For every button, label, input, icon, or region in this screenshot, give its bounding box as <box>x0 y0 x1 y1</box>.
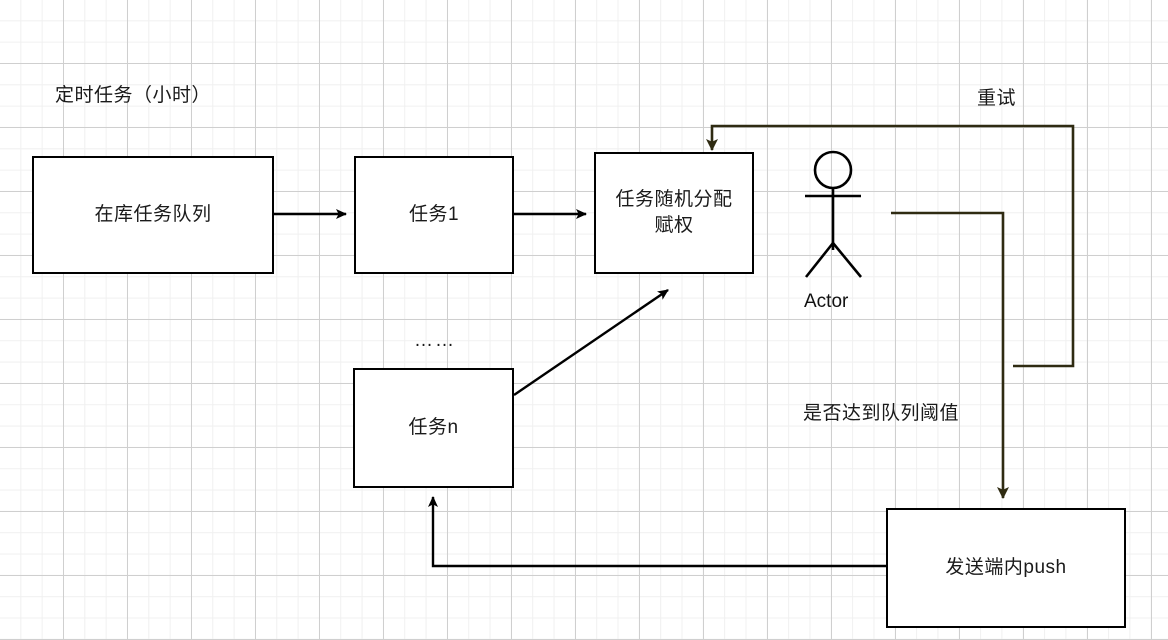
ellipsis-label: …… <box>414 330 456 351</box>
actor-right-leg-icon <box>831 242 863 278</box>
node-label: 在库任务队列 <box>94 204 212 226</box>
node-in-store-task-queue[interactable]: 在库任务队列 <box>32 156 274 274</box>
node-label: 任务n <box>408 417 459 439</box>
connector-actor-to-push <box>891 211 1009 499</box>
retry-edge-label: 重试 <box>977 88 1017 109</box>
threshold-edge-label: 是否达到队列阈值 <box>803 403 960 424</box>
actor-head-icon <box>813 150 853 190</box>
diagram-title-label: 定时任务（小时） <box>55 85 212 106</box>
node-task-1[interactable]: 任务1 <box>354 156 514 274</box>
connector-push-to-assign-retry <box>706 124 1075 368</box>
actor-left-leg-icon <box>804 242 835 278</box>
connector-taskn-to-assign <box>513 289 669 396</box>
node-label: 发送端内push <box>945 557 1067 579</box>
node-label: 任务随机分配赋权 <box>615 189 733 236</box>
node-send-in-app-push[interactable]: 发送端内push <box>886 508 1126 628</box>
actor-name-label: Actor <box>804 291 849 312</box>
node-label: 任务1 <box>408 204 460 226</box>
connector-push-to-taskn <box>428 496 886 568</box>
node-task-n[interactable]: 任务n <box>353 368 514 488</box>
node-random-task-assignment[interactable]: 任务随机分配赋权 <box>594 152 754 274</box>
